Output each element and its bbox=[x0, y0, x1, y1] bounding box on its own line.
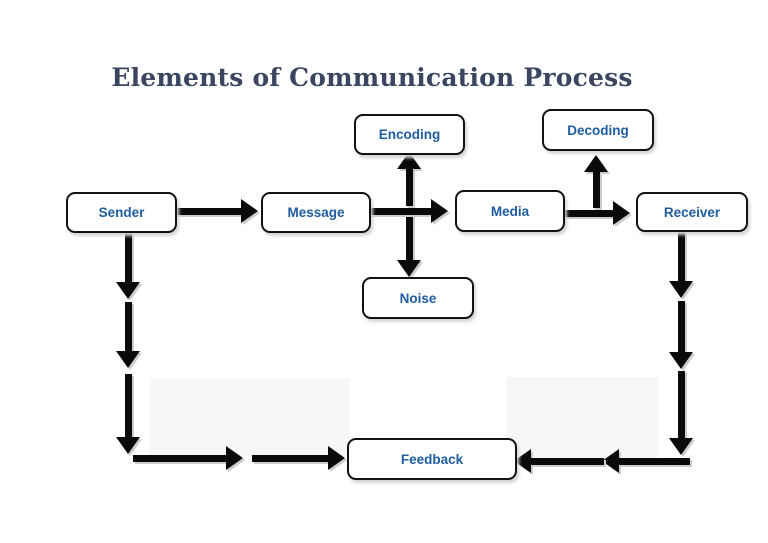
arrow-head-icon bbox=[116, 437, 140, 454]
arrow-message-to-media bbox=[369, 199, 448, 223]
arrow-sender-down-2 bbox=[116, 302, 140, 368]
arrow-shaft bbox=[252, 454, 330, 462]
node-media: Media bbox=[455, 190, 565, 232]
arrow-shaft bbox=[677, 371, 685, 440]
arrow-shaft bbox=[617, 457, 690, 465]
arrow-junction-to-decoding bbox=[584, 155, 608, 208]
node-encoding: Encoding bbox=[354, 114, 465, 155]
node-message-label: Message bbox=[287, 205, 345, 220]
arrow-head-icon bbox=[431, 199, 448, 223]
arrow-shaft bbox=[124, 233, 132, 284]
arrow-head-icon bbox=[328, 446, 345, 470]
arrow-bottom-right-1 bbox=[602, 449, 690, 473]
background-shade-left bbox=[150, 378, 350, 456]
arrow-shaft bbox=[369, 207, 433, 215]
node-receiver: Receiver bbox=[636, 192, 748, 232]
arrow-bottom-left-1 bbox=[133, 446, 243, 470]
arrow-shaft bbox=[405, 167, 413, 206]
node-feedback-label: Feedback bbox=[400, 451, 464, 467]
arrow-shaft bbox=[124, 374, 132, 439]
arrow-junction-to-encoding bbox=[397, 152, 421, 206]
arrow-shaft bbox=[133, 454, 228, 462]
arrow-head-icon bbox=[226, 446, 243, 470]
node-noise: Noise bbox=[362, 277, 474, 319]
arrow-receiver-down-1 bbox=[669, 232, 693, 298]
arrow-shaft bbox=[562, 209, 615, 217]
page-title: Elements of Communication Process bbox=[111, 62, 633, 92]
arrow-head-icon bbox=[584, 155, 608, 172]
arrow-head-icon bbox=[116, 282, 140, 299]
arrow-shaft bbox=[592, 170, 600, 208]
arrow-media-to-receiver bbox=[562, 201, 630, 225]
arrow-head-icon bbox=[241, 199, 258, 223]
arrow-receiver-down-3 bbox=[669, 371, 693, 455]
node-receiver-label: Receiver bbox=[663, 204, 721, 220]
node-sender: Sender bbox=[66, 192, 177, 233]
arrow-head-icon bbox=[669, 438, 693, 455]
node-media-label: Media bbox=[490, 203, 530, 219]
arrow-shaft bbox=[405, 215, 413, 262]
arrow-head-icon bbox=[397, 152, 421, 169]
arrow-head-icon bbox=[397, 260, 421, 277]
arrow-shaft bbox=[677, 232, 685, 283]
arrow-receiver-down-2 bbox=[669, 301, 693, 369]
arrow-sender-to-message bbox=[176, 199, 258, 223]
background-shade-right bbox=[506, 377, 658, 459]
node-encoding-label: Encoding bbox=[378, 127, 441, 142]
arrow-head-icon bbox=[613, 201, 630, 225]
node-decoding-label: Decoding bbox=[567, 122, 629, 138]
arrow-shaft bbox=[529, 457, 604, 465]
arrow-head-icon bbox=[116, 351, 140, 368]
node-feedback: Feedback bbox=[347, 438, 517, 480]
arrow-head-icon bbox=[669, 281, 693, 298]
node-decoding: Decoding bbox=[542, 109, 654, 151]
node-sender-label: Sender bbox=[98, 205, 145, 220]
arrow-head-icon bbox=[514, 449, 531, 473]
arrow-head-icon bbox=[669, 352, 693, 369]
node-message: Message bbox=[261, 192, 371, 233]
arrow-junction-to-noise bbox=[397, 215, 421, 277]
arrow-sender-down-1 bbox=[116, 233, 140, 299]
arrow-head-icon bbox=[602, 449, 619, 473]
node-noise-label: Noise bbox=[399, 290, 437, 306]
arrow-shaft bbox=[176, 207, 243, 215]
arrow-bottom-right-to-feedback bbox=[514, 449, 604, 473]
arrow-shaft bbox=[677, 301, 685, 354]
arrow-shaft bbox=[124, 302, 132, 353]
arrow-bottom-left-to-feedback bbox=[252, 446, 345, 470]
arrow-sender-down-3 bbox=[116, 374, 140, 454]
